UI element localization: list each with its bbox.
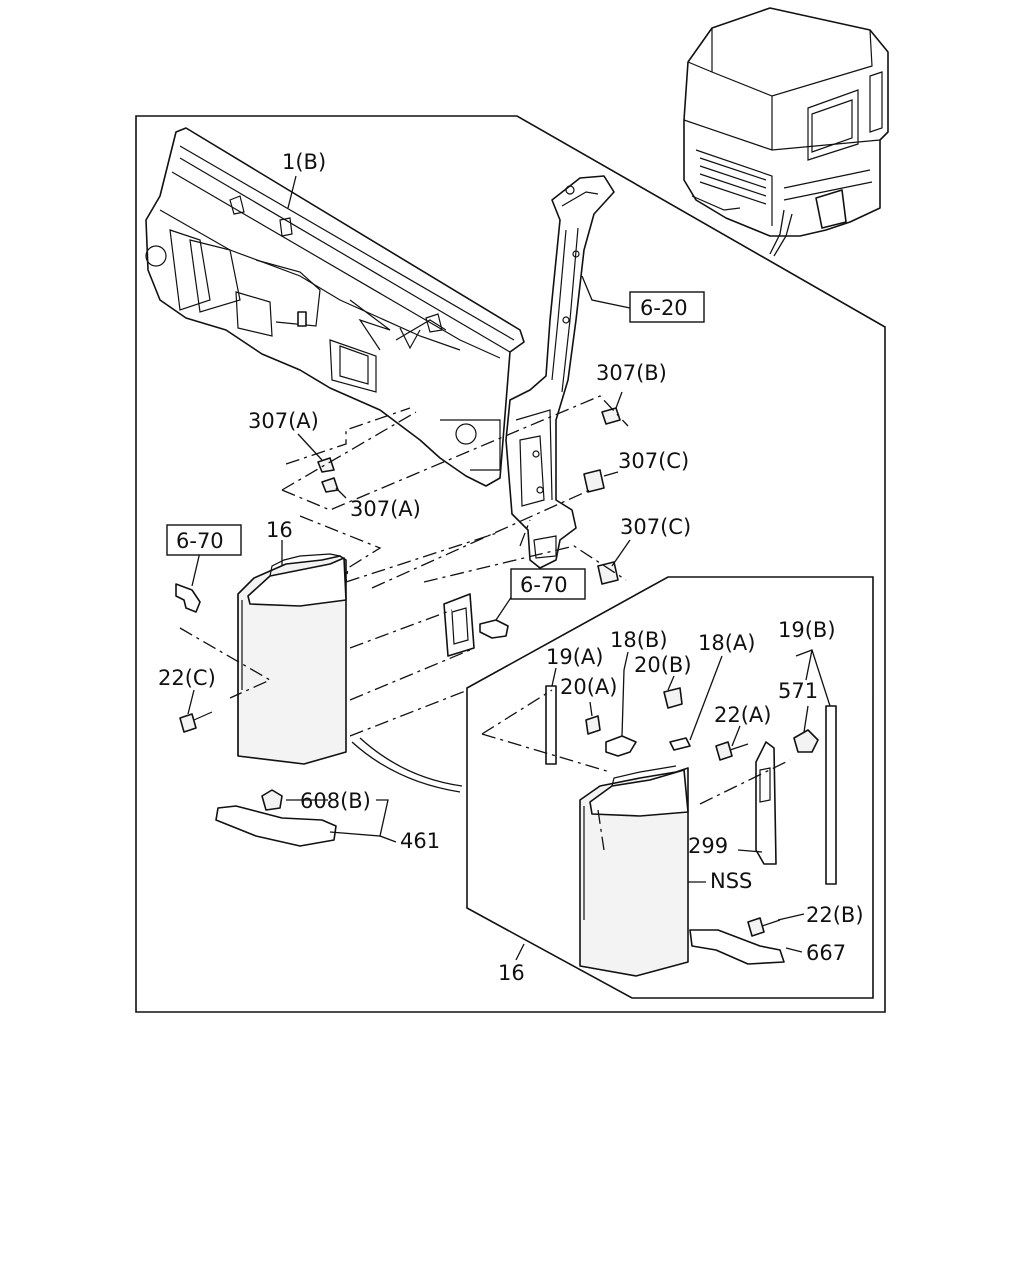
bolt-mid bbox=[479, 619, 509, 639]
label-6-20: 6-20 bbox=[640, 296, 688, 320]
label-307b: 307(B) bbox=[596, 361, 667, 385]
arrow-to-inset bbox=[351, 741, 461, 793]
cowl-panel-1b bbox=[145, 127, 525, 487]
alignment-lines bbox=[179, 395, 791, 851]
screw-22b bbox=[747, 917, 781, 937]
screw-22a bbox=[715, 741, 749, 761]
label-461: 461 bbox=[400, 829, 440, 853]
bracket-299 bbox=[755, 741, 777, 865]
side-trim-panel-right bbox=[579, 765, 689, 977]
label-667: 667 bbox=[806, 941, 846, 965]
label-box-6-70-mid bbox=[510, 568, 586, 600]
label-22a: 22(A) bbox=[714, 703, 771, 727]
label-16-left: 16 bbox=[266, 518, 293, 542]
label-22c: 22(C) bbox=[158, 666, 216, 690]
label-nss: NSS bbox=[710, 869, 752, 893]
clip-307b bbox=[601, 407, 621, 425]
label-1b: 1(B) bbox=[282, 150, 326, 174]
bracket-left bbox=[175, 583, 201, 613]
label-571: 571 bbox=[778, 679, 818, 703]
label-box-6-20 bbox=[629, 291, 705, 323]
screw-22c bbox=[179, 711, 213, 733]
label-307c-bottom: 307(C) bbox=[620, 515, 691, 539]
label-22b: 22(B) bbox=[806, 903, 864, 927]
leader-lines bbox=[187, 175, 831, 961]
label-6-70-left: 6-70 bbox=[176, 529, 224, 553]
label-19b: 19(B) bbox=[778, 618, 836, 642]
label-16-right: 16 bbox=[498, 961, 525, 985]
bracket-667 bbox=[689, 929, 785, 965]
clip-20a bbox=[585, 715, 601, 735]
clip-307a-lower bbox=[321, 477, 339, 493]
bracket-mid bbox=[443, 593, 475, 657]
label-20a: 20(A) bbox=[560, 675, 617, 699]
label-6-70-mid: 6-70 bbox=[520, 573, 568, 597]
label-20b: 20(B) bbox=[634, 653, 692, 677]
label-307a-top: 307(A) bbox=[248, 409, 319, 433]
clip-20b bbox=[663, 687, 683, 709]
clip-571 bbox=[793, 729, 819, 753]
main-frame bbox=[135, 115, 886, 1013]
clip-18b bbox=[605, 735, 637, 757]
label-299: 299 bbox=[688, 834, 728, 858]
strip-19b bbox=[825, 705, 837, 885]
label-18a: 18(A) bbox=[698, 631, 755, 655]
label-box-6-70-left bbox=[166, 524, 242, 556]
side-trim-panel-left bbox=[237, 553, 347, 765]
label-307a-bottom: 307(A) bbox=[350, 497, 421, 521]
clip-307a-upper bbox=[317, 457, 335, 473]
label-19a: 19(A) bbox=[546, 645, 603, 669]
label-18b: 18(B) bbox=[610, 628, 668, 652]
clip-307c-lower bbox=[597, 561, 619, 585]
clip-307c-upper bbox=[583, 469, 605, 493]
pad-18a bbox=[669, 737, 691, 751]
clip-608b bbox=[261, 789, 283, 811]
strip-19a bbox=[545, 685, 557, 765]
label-608b: 608(B) bbox=[300, 789, 371, 813]
truck-cab-thumbnail bbox=[683, 7, 889, 257]
inset-frame bbox=[466, 576, 874, 999]
label-307c-top: 307(C) bbox=[618, 449, 689, 473]
